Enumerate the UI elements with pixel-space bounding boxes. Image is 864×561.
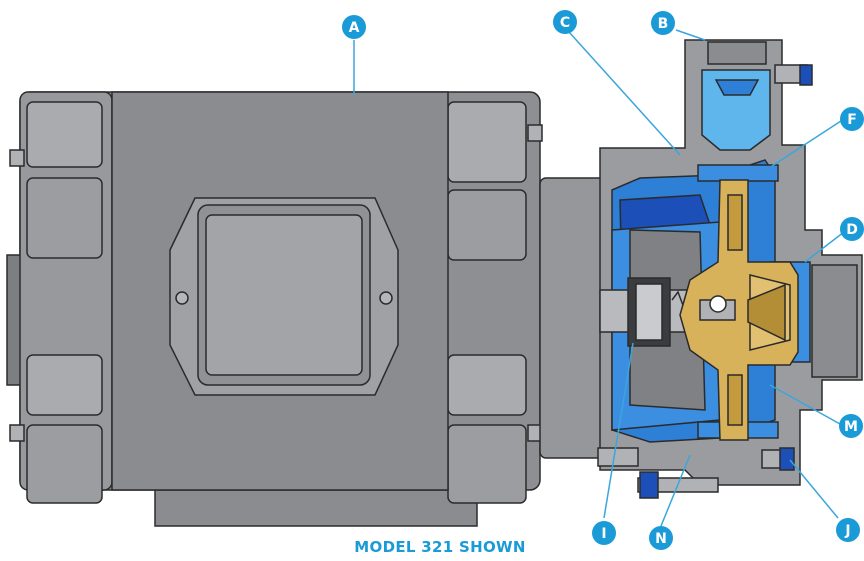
bolt-icon	[597, 447, 639, 467]
leader-line-j	[789, 459, 839, 519]
callout-d: D	[840, 217, 864, 241]
bolt-icon	[527, 124, 543, 142]
leader-lines	[353, 29, 845, 527]
svg-text:D: D	[846, 222, 858, 238]
svg-text:J: J	[844, 523, 850, 539]
screw-icon	[379, 291, 393, 305]
leader-line-c	[568, 31, 681, 156]
discharge-port	[707, 41, 767, 65]
leader-line-i	[603, 342, 634, 519]
leader-line-m	[769, 384, 841, 425]
callout-j: J	[836, 518, 860, 542]
leader-line-d	[804, 231, 845, 263]
motor-flange	[539, 177, 606, 459]
bolt-icon	[9, 424, 25, 442]
model-caption: MODEL 321 SHOWN	[354, 538, 526, 556]
svg-text:A: A	[349, 20, 360, 36]
screw-icon	[175, 291, 189, 305]
svg-text:N: N	[655, 531, 667, 547]
callout-m: M	[839, 414, 863, 438]
svg-text:I: I	[601, 526, 606, 542]
svg-text:M: M	[844, 419, 858, 435]
callout-b: B	[651, 11, 675, 35]
motor-fin	[26, 101, 103, 168]
leader-line-f	[771, 118, 845, 167]
rotating-assembly	[597, 179, 799, 499]
motor	[6, 91, 606, 527]
callout-badges: A B C D F I J M	[342, 10, 864, 550]
suction-port	[811, 264, 858, 378]
callout-i: I	[592, 521, 616, 545]
impeller	[679, 179, 799, 441]
bolt-icon	[9, 149, 25, 167]
svg-text:B: B	[658, 16, 669, 32]
callout-f: F	[840, 107, 864, 131]
callout-n: N	[649, 526, 673, 550]
svg-text:C: C	[560, 15, 570, 31]
svg-text:F: F	[847, 112, 857, 128]
leader-line-b	[675, 29, 706, 41]
callout-a: A	[342, 15, 366, 39]
leader-line-n	[660, 454, 691, 527]
callout-c: C	[553, 10, 577, 34]
